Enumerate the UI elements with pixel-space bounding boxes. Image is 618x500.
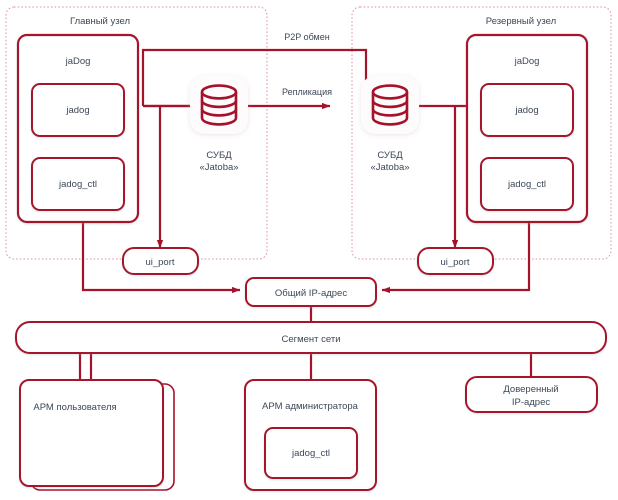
trusted-ip-label-line2: IP-адрес bbox=[512, 397, 551, 408]
primary-db[interactable]: СУБД «Jatoba» bbox=[190, 76, 248, 173]
trusted-ip-box[interactable] bbox=[465, 376, 598, 413]
standby-component-jadog-ctl[interactable] bbox=[480, 157, 574, 211]
database-cylinder-icon bbox=[200, 84, 238, 126]
admin-workstation-jadog-ctl[interactable] bbox=[264, 427, 358, 479]
zone-standby-label: Резервный узел bbox=[486, 16, 556, 27]
standby-ui-port[interactable] bbox=[417, 247, 494, 275]
zone-primary-label: Главный узел bbox=[70, 16, 130, 27]
primary-ui-port[interactable] bbox=[122, 247, 199, 275]
primary-component-jadog-label: jadog bbox=[65, 105, 89, 116]
zone-primary-node bbox=[5, 6, 268, 260]
primary-component-jadog-ctl[interactable] bbox=[31, 157, 125, 211]
primary-component-jadog-ctl-label: jadog_ctl bbox=[58, 179, 97, 190]
edge-label-p2p: P2P обмен bbox=[284, 32, 330, 42]
network-segment-box[interactable] bbox=[15, 321, 607, 354]
primary-db-label-line2: «Jatoba» bbox=[199, 162, 238, 173]
standby-db[interactable]: СУБД «Jatoba» bbox=[361, 76, 419, 173]
primary-component-jadog[interactable] bbox=[31, 83, 125, 137]
primary-db-label-line1: СУБД bbox=[206, 150, 232, 161]
client-user-workstation[interactable]: АРМ пользователя bbox=[19, 379, 175, 491]
wire-p2p-exchange bbox=[141, 48, 368, 106]
standby-db-label-line1: СУБД bbox=[377, 150, 403, 161]
standby-component-jadog[interactable] bbox=[480, 83, 574, 137]
user-workstation-label: АРМ пользователя bbox=[33, 402, 116, 413]
wire-primary-to-shared-ip bbox=[81, 222, 241, 294]
standby-component-jadog-label: jadog bbox=[514, 105, 538, 116]
edge-label-replication: Репликация bbox=[282, 87, 332, 97]
shared-ip-label: Общий IP-адрес bbox=[275, 288, 347, 299]
admin-workstation-jadog-ctl-label: jadog_ctl bbox=[291, 448, 330, 459]
database-cylinder-icon bbox=[371, 84, 409, 126]
user-workstation-card[interactable] bbox=[19, 379, 164, 487]
client-trusted-ip[interactable]: Доверенный IP-адрес bbox=[465, 376, 598, 413]
trusted-ip-label-line1: Доверенный bbox=[503, 384, 558, 395]
shared-ip-box[interactable] bbox=[245, 277, 377, 307]
network-segment-label: Сегмент сети bbox=[281, 334, 340, 345]
standby-ui-port-label: ui_port bbox=[440, 257, 469, 268]
primary-db-plate bbox=[190, 76, 248, 134]
standby-jadog-container-label: jaDog bbox=[514, 56, 540, 67]
primary-jadog-container-label: jaDog bbox=[65, 56, 91, 67]
standby-db-plate bbox=[361, 76, 419, 134]
client-admin-workstation[interactable]: АРМ администратора jadog_ctl bbox=[244, 379, 377, 491]
admin-workstation-label: АРМ администратора bbox=[262, 401, 359, 412]
standby-db-label-line2: «Jatoba» bbox=[370, 162, 409, 173]
primary-ui-port-label: ui_port bbox=[145, 257, 174, 268]
standby-component-jadog-ctl-label: jadog_ctl bbox=[507, 179, 546, 190]
wire-standby-to-shared-ip bbox=[381, 222, 531, 294]
